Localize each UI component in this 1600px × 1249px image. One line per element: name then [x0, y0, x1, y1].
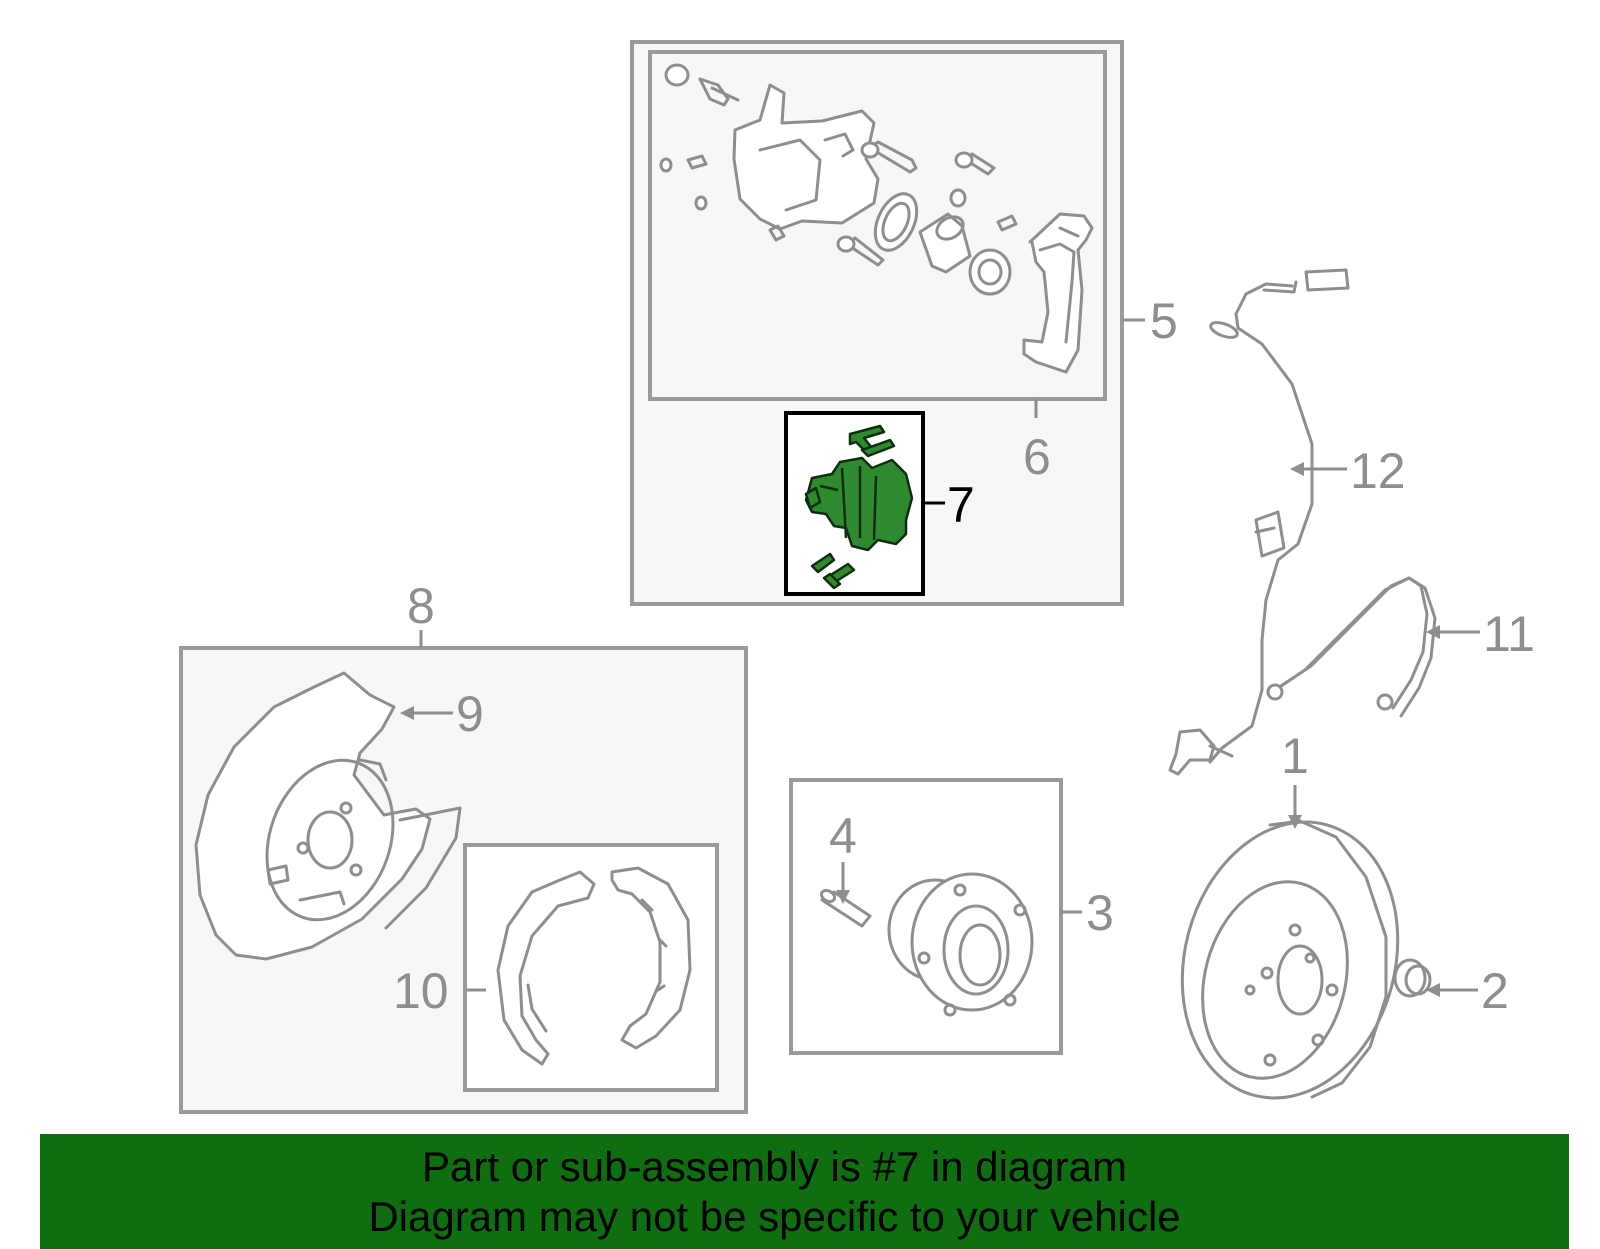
- callout-1: 1: [1281, 728, 1309, 784]
- hub-bearing-illustration: [819, 872, 1034, 1017]
- hub-cap-illustration: [1393, 958, 1432, 998]
- abs-sensor-wire-illustration: [1168, 268, 1350, 776]
- brake-rotor-illustration: [1180, 819, 1400, 1100]
- callout-8: 8: [407, 578, 435, 634]
- banner-line-2: Diagram may not be specific to your vehi…: [368, 1192, 1181, 1240]
- callout-9: 9: [456, 686, 484, 742]
- dust-shield-illustration: [194, 671, 462, 961]
- callout-10: 10: [393, 963, 449, 1019]
- caliper-parts-illustration: [659, 63, 1094, 374]
- callout-12: 12: [1350, 443, 1406, 499]
- brake-pad-set: [804, 424, 914, 590]
- callout-3: 3: [1086, 885, 1114, 941]
- callout-11: 11: [1483, 606, 1535, 662]
- info-banner: Part or sub-assembly is #7 in diagram Di…: [40, 1134, 1569, 1249]
- callout-6: 6: [1023, 429, 1051, 485]
- brake-hose-illustration: [1266, 576, 1437, 718]
- callout-4: 4: [829, 808, 857, 864]
- callout-5: 5: [1150, 293, 1178, 349]
- callout-7: 7: [947, 477, 975, 533]
- parking-brake-shoes-illustration: [496, 866, 692, 1066]
- leader-lines: [400, 318, 1480, 997]
- callout-2: 2: [1481, 963, 1509, 1019]
- banner-line-1: Part or sub-assembly is #7 in diagram: [422, 1142, 1127, 1190]
